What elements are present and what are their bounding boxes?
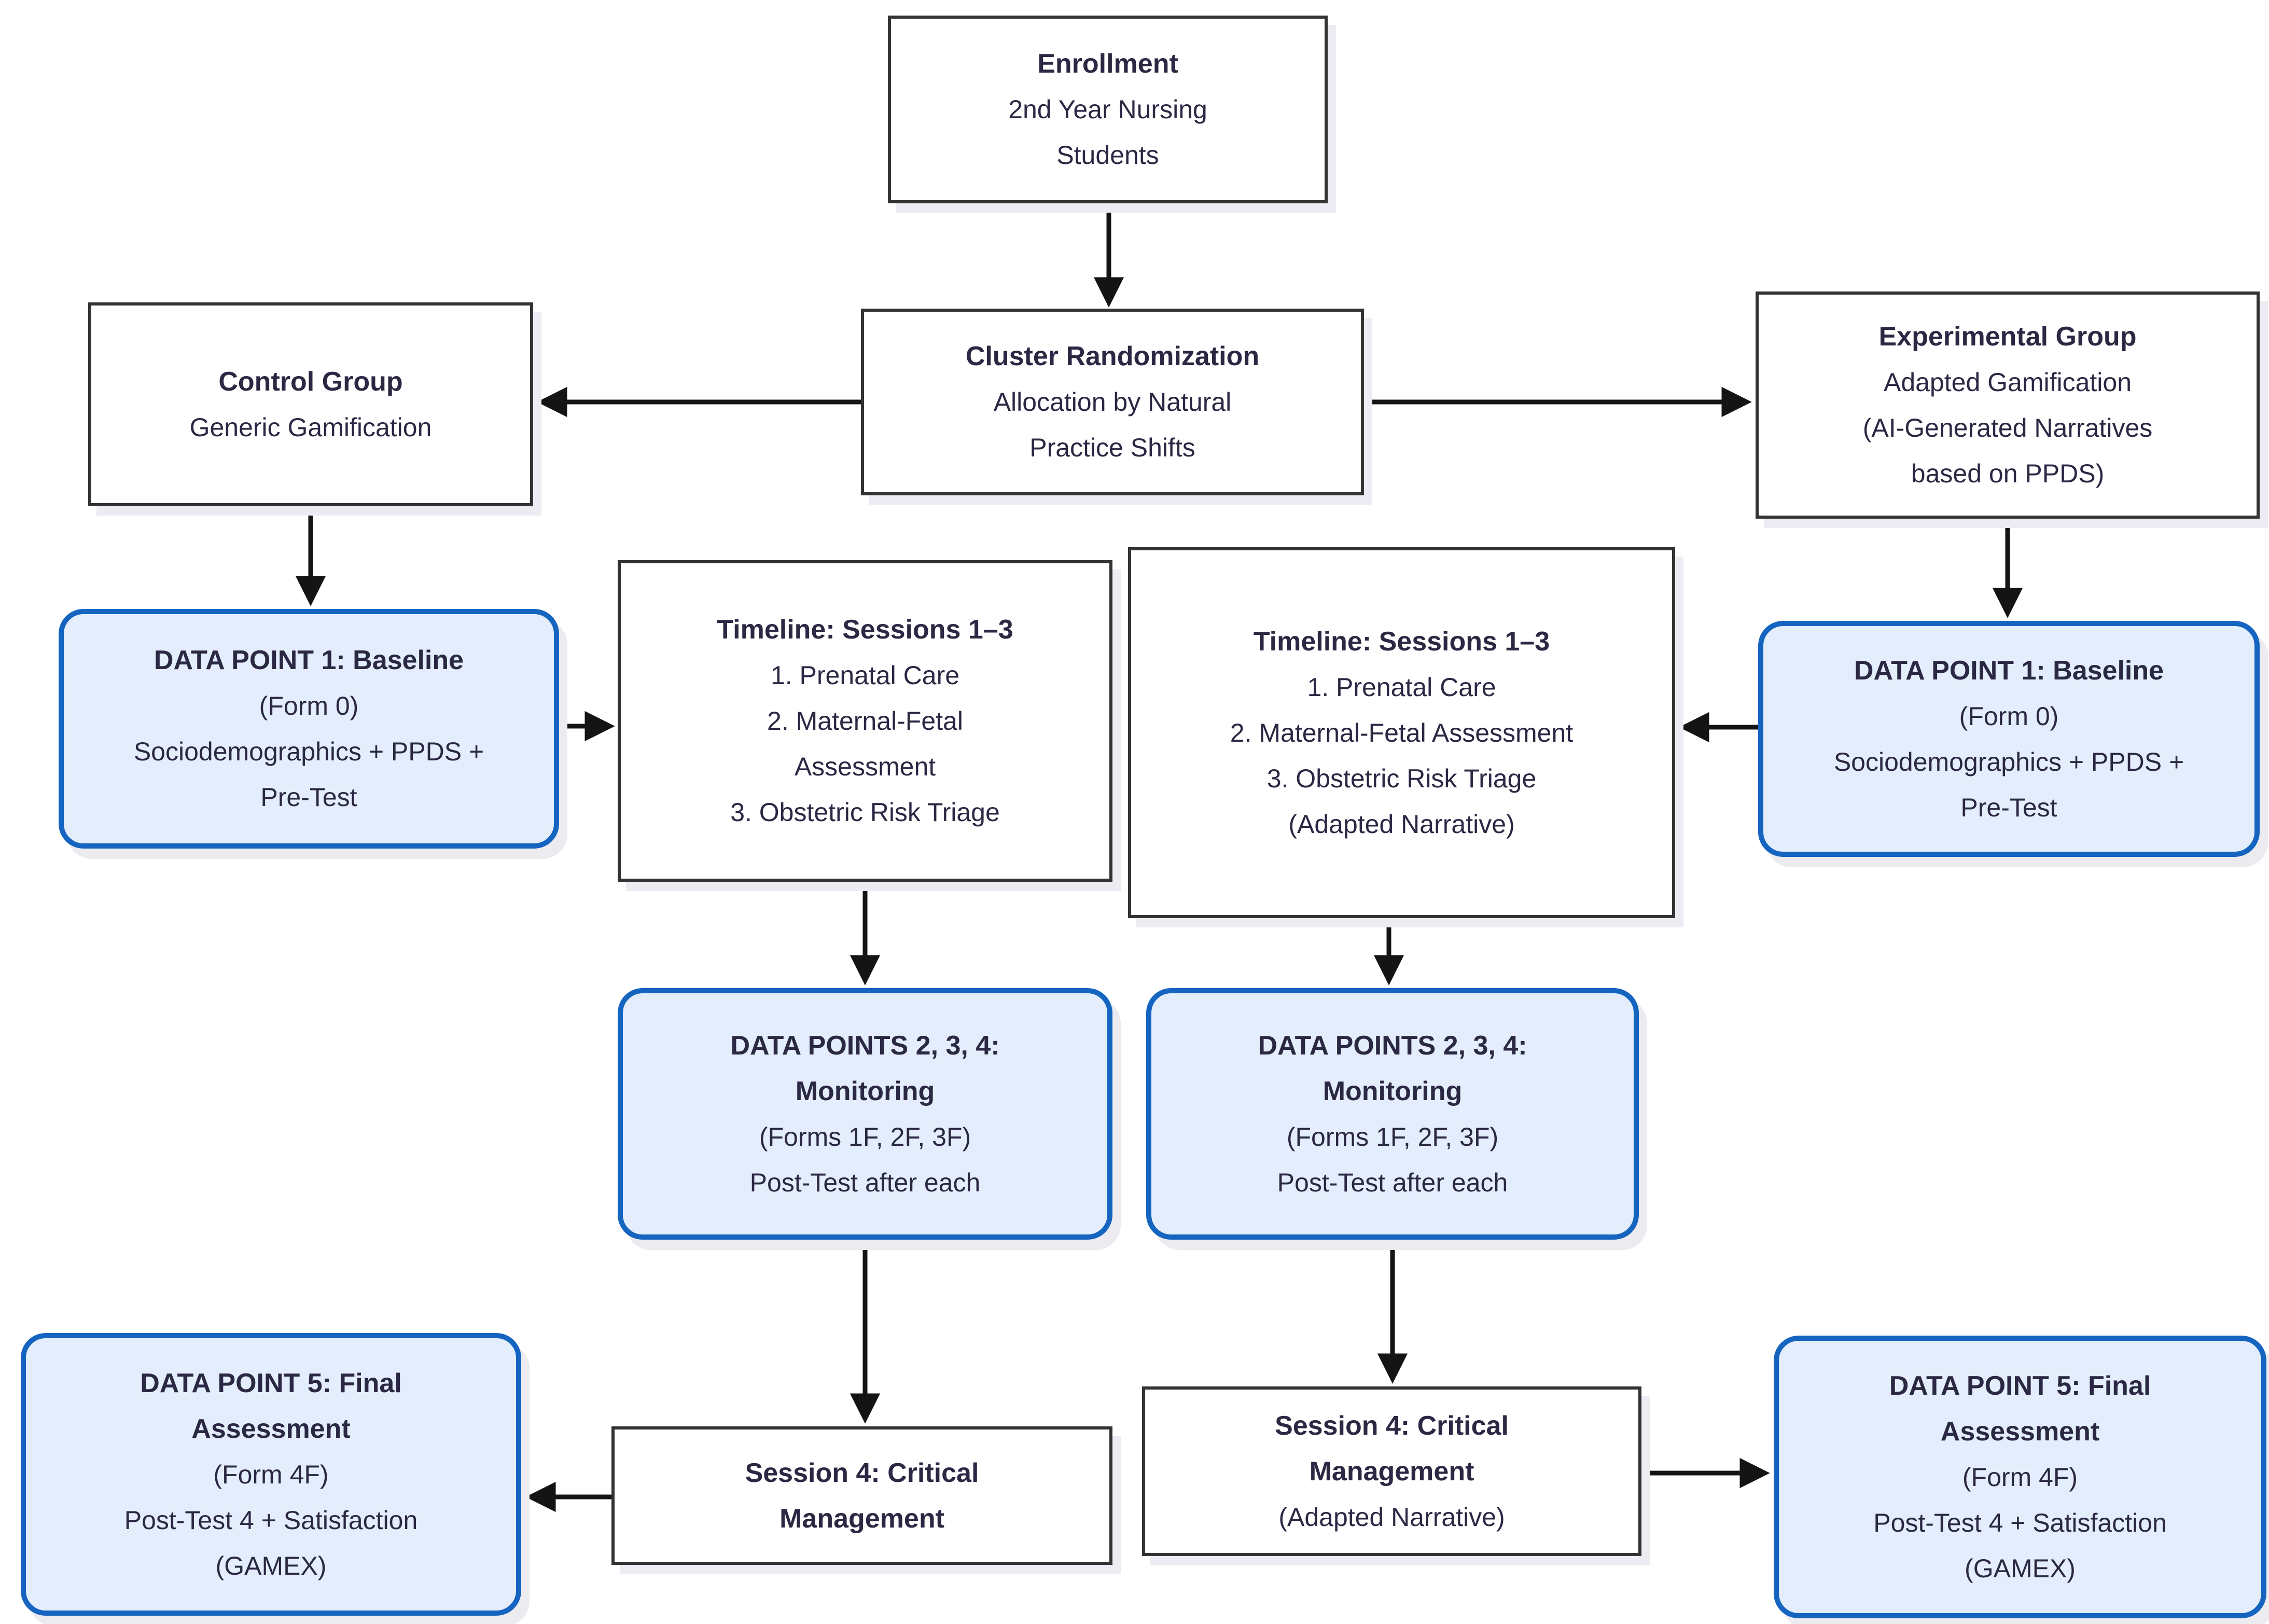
text-line: Pre-Test (1960, 793, 2057, 822)
monitoring-title: DATA POINTS 2, 3, 4: (730, 1030, 1000, 1061)
timeline-sessions-left-box: Timeline: Sessions 1–3 1. Prenatal Care … (618, 560, 1112, 882)
monitoring-subtitle: Monitoring (795, 1076, 935, 1106)
data-point-5-final-right-box: DATA POINT 5: Final Assessment (Form 4F)… (1774, 1336, 2266, 1618)
experimental-group-title: Experimental Group (1878, 322, 2137, 352)
text-line: Sociodemographics + PPDS + (1833, 747, 2184, 776)
text-line: 2. Maternal-Fetal Assessment (1230, 718, 1574, 747)
cluster-randomization-box: Cluster Randomization Allocation by Natu… (861, 309, 1364, 495)
timeline-right-title: Timeline: Sessions 1–3 (1253, 626, 1550, 657)
text-line: (Form 4F) (1962, 1462, 2078, 1492)
data-points-234-monitoring-left-box: DATA POINTS 2, 3, 4: Monitoring (Forms 1… (618, 988, 1112, 1240)
text-line: 3. Obstetric Risk Triage (1266, 764, 1537, 793)
text-line: Pre-Test (260, 783, 357, 812)
data-point-1-title: DATA POINT 1: Baseline (154, 645, 464, 675)
text-line: (Adapted Narrative) (1288, 809, 1515, 839)
data-point-5-subtitle: Assessment (1940, 1416, 2100, 1447)
text-line: (AI-Generated Narratives (1862, 413, 2153, 442)
session-4-subtitle: Management (779, 1503, 944, 1534)
data-point-1-baseline-left-box: DATA POINT 1: Baseline (Form 0) Sociodem… (59, 609, 559, 849)
text-line: Assessment (794, 752, 936, 781)
text-line: Practice Shifts (1029, 433, 1195, 462)
text-line: (GAMEX) (215, 1551, 327, 1580)
text-line: 2nd Year Nursing (1008, 95, 1207, 124)
monitoring-title: DATA POINTS 2, 3, 4: (1258, 1030, 1527, 1061)
text-line: (Adapted Narrative) (1278, 1502, 1505, 1532)
data-point-5-final-left-box: DATA POINT 5: Final Assessment (Form 4F)… (21, 1333, 521, 1616)
text-line: Adapted Gamification (1883, 368, 2132, 397)
text-line: Generic Gamification (189, 412, 432, 442)
text-line: 3. Obstetric Risk Triage (730, 798, 1000, 827)
text-line: (Forms 1F, 2F, 3F) (1286, 1122, 1499, 1151)
session-4-title: Session 4: Critical (745, 1458, 979, 1488)
enrollment-box: Enrollment 2nd Year Nursing Students (888, 16, 1328, 203)
experimental-group-box: Experimental Group Adapted Gamification … (1756, 292, 2260, 519)
text-line: Post-Test 4 + Satisfaction (124, 1505, 418, 1535)
data-point-1-title: DATA POINT 1: Baseline (1854, 655, 2164, 686)
data-point-1-baseline-right-box: DATA POINT 1: Baseline (Form 0) Sociodem… (1758, 621, 2260, 857)
text-line: 1. Prenatal Care (1307, 672, 1496, 702)
session-4-critical-left-box: Session 4: Critical Management (611, 1426, 1112, 1565)
timeline-sessions-right-box: Timeline: Sessions 1–3 1. Prenatal Care … (1128, 547, 1675, 918)
text-line: 1. Prenatal Care (770, 661, 960, 690)
text-line: 2. Maternal-Fetal (767, 706, 963, 735)
text-line: Post-Test after each (1277, 1168, 1508, 1197)
text-line: (GAMEX) (1965, 1553, 2076, 1583)
text-line: (Form 0) (1959, 701, 2059, 731)
data-point-5-title: DATA POINT 5: Final (140, 1368, 402, 1398)
text-line: Post-Test after each (749, 1168, 981, 1197)
session-4-critical-right-box: Session 4: Critical Management (Adapted … (1142, 1386, 1641, 1556)
timeline-left-title: Timeline: Sessions 1–3 (717, 615, 1013, 645)
enrollment-title: Enrollment (1037, 49, 1178, 79)
text-line: Sociodemographics + PPDS + (133, 737, 484, 766)
text-line: (Form 0) (259, 691, 359, 720)
data-point-5-title: DATA POINT 5: Final (1889, 1370, 2151, 1401)
text-line: Post-Test 4 + Satisfaction (1873, 1508, 2167, 1537)
monitoring-subtitle: Monitoring (1323, 1076, 1463, 1106)
control-group-title: Control Group (218, 366, 403, 397)
text-line: based on PPDS) (1911, 459, 2105, 488)
control-group-box: Control Group Generic Gamification (88, 302, 533, 506)
session-4-subtitle: Management (1309, 1456, 1474, 1487)
data-point-5-subtitle: Assessment (191, 1413, 351, 1444)
data-points-234-monitoring-right-box: DATA POINTS 2, 3, 4: Monitoring (Forms 1… (1146, 988, 1639, 1240)
cluster-randomization-title: Cluster Randomization (965, 341, 1260, 371)
session-4-title: Session 4: Critical (1275, 1410, 1509, 1441)
text-line: (Form 4F) (213, 1460, 329, 1489)
text-line: Students (1056, 141, 1159, 170)
text-line: (Forms 1F, 2F, 3F) (759, 1122, 971, 1151)
text-line: Allocation by Natural (993, 387, 1232, 417)
